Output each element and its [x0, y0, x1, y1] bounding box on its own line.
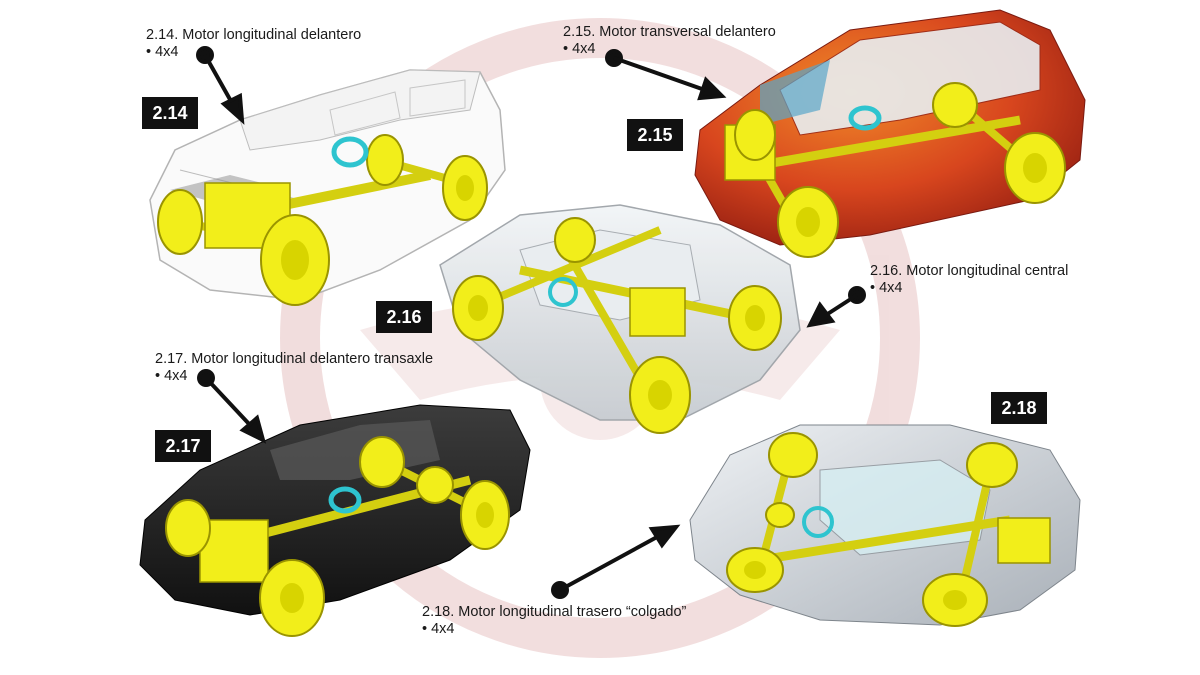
- caption-title: 2.14. Motor longitudinal delantero: [146, 27, 362, 43]
- arrow-2-16: [806, 286, 866, 328]
- arrow-2-15: [605, 49, 727, 101]
- steering-wheel-icon: [331, 136, 369, 168]
- badge-2-15: 2.15: [627, 119, 683, 151]
- steering-wheel-icon: [548, 277, 578, 307]
- arrow-2-17: [197, 369, 267, 444]
- caption-title: 2.15. Motor transversal delantero: [563, 24, 776, 40]
- car-2-15: [694, 9, 1086, 246]
- caption-title: 2.16. Motor longitudinal central: [870, 263, 1069, 279]
- arrow-2-18: [551, 524, 681, 599]
- caption-2-17: 2.17. Motor longitudinal delantero trans…: [155, 351, 433, 385]
- caption-bullet: • 4x4: [422, 621, 455, 637]
- drivetrain-2-17: [165, 436, 510, 637]
- caption-title: 2.17. Motor longitudinal delantero trans…: [155, 351, 434, 367]
- caption-2-18: 2.18. Motor longitudinal trasero “colgad…: [422, 604, 686, 638]
- leader-arrows: [196, 46, 866, 599]
- drivetrain-2-14: [157, 134, 488, 306]
- drivetrain-2-16: [452, 217, 782, 434]
- caption-2-16: 2.16. Motor longitudinal central • 4x4: [870, 263, 1068, 297]
- drivetrain-2-18: [726, 432, 1051, 627]
- steering-wheel-icon: [328, 486, 362, 514]
- caption-bullet: • 4x4: [155, 368, 188, 384]
- badge-2-14: 2.14: [142, 97, 198, 129]
- caption-bullet: • 4x4: [563, 41, 596, 57]
- badge-2-18: 2.18: [991, 392, 1047, 424]
- caption-bullet: • 4x4: [146, 44, 179, 60]
- steering-wheel-icon: [848, 105, 882, 131]
- caption-2-15: 2.15. Motor transversal delantero • 4x4: [563, 24, 776, 58]
- badge-2-17: 2.17: [155, 430, 211, 462]
- badge-2-16: 2.16: [376, 301, 432, 333]
- drivetrain-2-15: [724, 82, 1066, 258]
- arrow-2-14: [196, 46, 245, 125]
- caption-title: 2.18. Motor longitudinal trasero “colgad…: [422, 604, 687, 620]
- caption-2-14: 2.14. Motor longitudinal delantero • 4x4: [146, 27, 361, 61]
- steering-wheel-icon: [802, 506, 834, 538]
- caption-bullet: • 4x4: [870, 280, 903, 296]
